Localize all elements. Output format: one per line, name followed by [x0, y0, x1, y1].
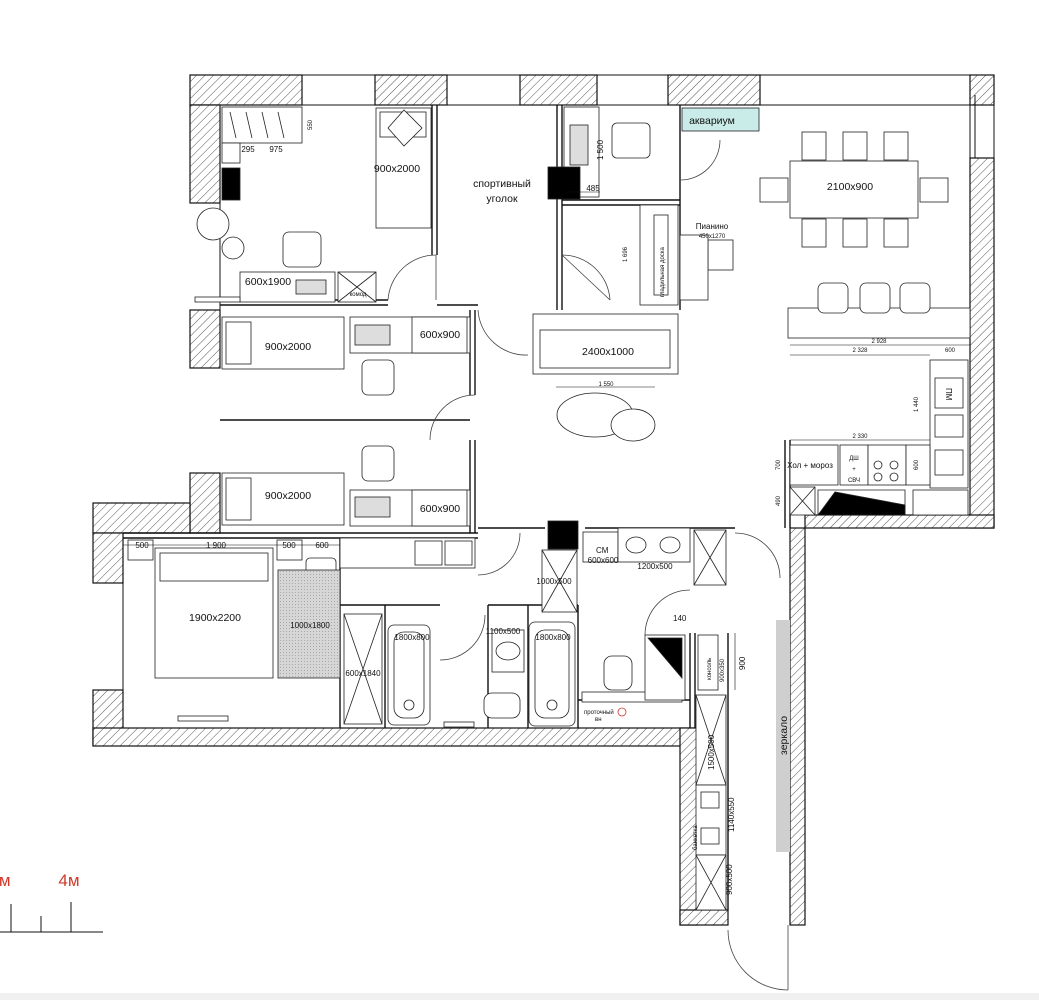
living-room — [532, 313, 679, 442]
dim-2928: 2 928 — [871, 339, 887, 345]
scale-label-4m: 4м — [58, 871, 79, 890]
upper-left-bedroom — [194, 106, 432, 303]
label-dishwasher-2: + — [852, 467, 856, 473]
dim-sink-2: 1200x500 — [637, 562, 673, 571]
dim-975: 975 — [269, 145, 283, 154]
dim-1696: 1 696 — [623, 246, 629, 262]
dim-desk-3: 600x900 — [420, 503, 460, 515]
label-dishwasher-1: ДШ — [849, 456, 859, 462]
dim-closet-1500: 1500x500 — [707, 734, 716, 770]
doors — [387, 139, 789, 991]
dim-dining-table: 2100x900 — [827, 181, 873, 193]
dining-area — [759, 131, 971, 339]
label-fridge: Хол + мороз — [787, 461, 833, 470]
aquarium — [681, 107, 760, 132]
dim-485: 485 — [586, 184, 600, 193]
dim-bed-child3: 900x2000 — [265, 490, 311, 502]
dim-500-b: 500 — [282, 541, 296, 550]
dim-600-c: 600 — [914, 459, 920, 470]
scale-label-3m: 3м — [0, 871, 11, 890]
label-pm: ПМ — [944, 388, 953, 401]
dim-700: 700 — [776, 459, 782, 470]
label-shoes: банкетка — [693, 825, 699, 850]
dim-bath-2: 1800x800 — [535, 633, 571, 642]
study-corner — [547, 106, 734, 306]
dim-140: 140 — [673, 614, 687, 623]
dim-console: 900x350 — [720, 658, 726, 682]
entry-hall — [541, 520, 727, 911]
label-washer: СМ — [596, 546, 609, 555]
dim-cabinet: 1000x500 — [536, 577, 572, 586]
label-water-heater-1: проточный — [584, 709, 614, 716]
label-sport-corner-1: спортивный — [473, 178, 531, 190]
dim-490: 490 — [776, 495, 782, 506]
dim-bed-child1: 900x2000 — [374, 163, 420, 175]
label-piano-1: Пианино — [696, 222, 729, 231]
dim-1440: 1 440 — [914, 396, 920, 412]
footer-strip — [0, 993, 1039, 1000]
dim-sink-1: 1100x500 — [486, 627, 521, 636]
dim-1550: 1 550 — [598, 382, 614, 388]
dim-1900: 1 900 — [206, 541, 227, 550]
dim-wardrobe: 600x1840 — [345, 669, 381, 678]
dimension-lines — [123, 191, 970, 690]
label-piano-2: 450x1270 — [699, 234, 726, 240]
dim-2328: 2 328 — [852, 348, 868, 354]
dim-600-b: 600 — [945, 348, 956, 354]
dim-sofa: 2400x1000 — [582, 346, 634, 358]
dim-500-a: 500 — [135, 541, 149, 550]
dim-washer: 600x600 — [588, 556, 619, 565]
dim-closet-900: 900x500 — [725, 864, 734, 895]
dim-bed-child2: 900x2000 — [265, 341, 311, 353]
label-console: консоль — [707, 658, 713, 680]
mirror — [776, 620, 790, 852]
dim-1500: 1 500 — [596, 139, 605, 160]
label-ironing-board: гладильная доска — [660, 246, 666, 297]
dim-desk-1: 600x1900 — [245, 276, 291, 288]
dim-2330: 2 330 — [852, 434, 868, 440]
dim-rug: 1000x1800 — [290, 621, 330, 630]
dim-master-bed: 1900x2200 — [189, 612, 241, 624]
scale-bar — [0, 902, 103, 933]
label-aquarium: аквариум — [689, 115, 735, 127]
dim-600-a: 600 — [315, 541, 329, 550]
label-dishwasher-3: СВЧ — [848, 478, 860, 484]
dim-closet-1140: 1140x550 — [727, 797, 736, 832]
dim-295: 295 — [241, 145, 255, 154]
dim-bath-1: 1800x800 — [394, 633, 430, 642]
bathrooms — [343, 613, 686, 728]
label-water-heater-2: вн — [595, 717, 602, 723]
label-dresser: комод — [350, 292, 367, 298]
label-mirror: зеркало — [778, 716, 790, 755]
dim-900: 900 — [738, 656, 747, 670]
kitchen — [789, 359, 969, 516]
label-sport-corner-2: уголок — [486, 193, 518, 205]
rug — [277, 569, 341, 679]
dim-desk-2: 600x900 — [420, 329, 460, 341]
dim-550: 550 — [308, 119, 314, 130]
children-rooms — [221, 316, 476, 569]
